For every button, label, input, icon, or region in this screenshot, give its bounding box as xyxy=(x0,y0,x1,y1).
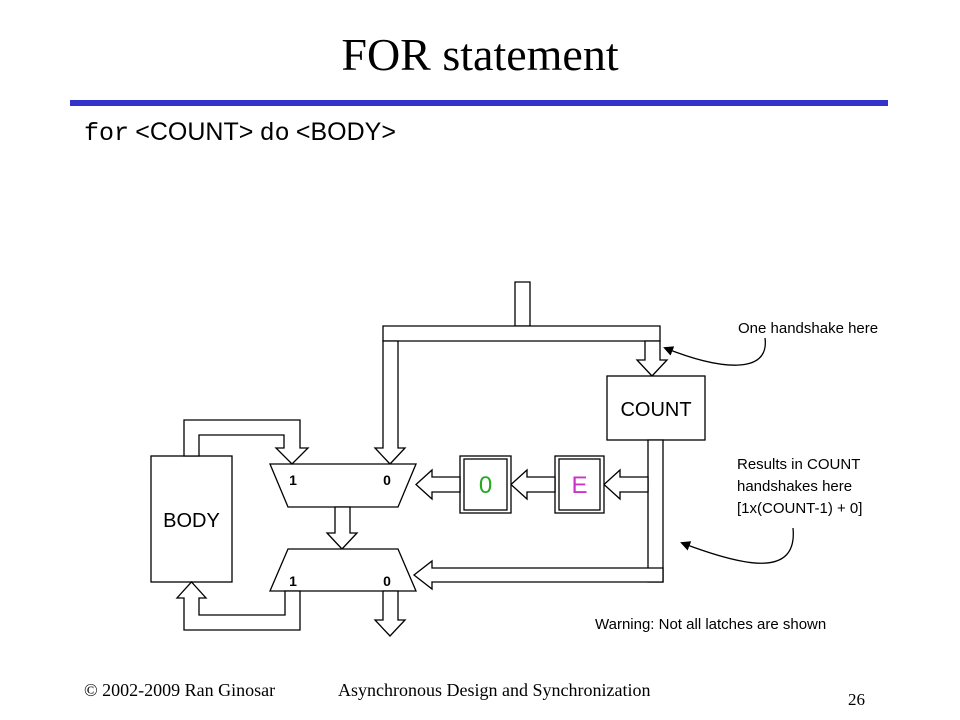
mux-top-in0-arrow xyxy=(373,340,407,465)
mux-bottom-in1-label: 1 xyxy=(289,573,297,589)
count-block xyxy=(606,375,706,441)
latches-warning: Warning: Not all latches are shown xyxy=(595,616,827,633)
top-bus xyxy=(382,325,661,342)
count-label: COUNT xyxy=(620,399,691,421)
count-to-mux-bottom-arrow xyxy=(412,559,664,591)
mux-bottom xyxy=(269,548,417,592)
count-handshakes-note: Results in COUNT handshakes here [1x(COU… xyxy=(737,454,862,520)
count-placeholder: <COUNT> xyxy=(135,118,254,146)
footer-copyright: © 2002-2009 Ran Ginosar xyxy=(84,680,276,700)
count-to-e-arrow xyxy=(603,468,649,501)
keyword-for: for xyxy=(84,119,130,148)
body-block xyxy=(150,455,233,583)
count-handshakes-line-3: [1x(COUNT-1) + 0] xyxy=(737,500,863,517)
latch-e-inner xyxy=(558,458,601,511)
footer-course: Asynchronous Design and Synchronization xyxy=(338,680,651,700)
count-handshakes-pointer xyxy=(680,527,794,564)
mux-link-arrow xyxy=(325,506,359,550)
body-to-mux-loop xyxy=(183,419,310,465)
mux-to-body-loop xyxy=(175,581,301,631)
mux-top-in0-label: 0 xyxy=(383,472,391,488)
body-label: BODY xyxy=(163,510,220,532)
count-output-channel xyxy=(647,439,664,583)
count-handshakes-line-2: handshakes here xyxy=(737,478,853,495)
latch-e-label: E xyxy=(571,472,587,499)
body-placeholder: <BODY> xyxy=(295,118,396,146)
latch-zero-inner xyxy=(463,458,508,511)
title-rule xyxy=(70,100,888,106)
latch-zero-label: 0 xyxy=(479,472,492,499)
zero-to-mux-arrow xyxy=(415,468,461,501)
count-handshakes-line-1: Results in COUNT xyxy=(737,456,861,473)
mux-bottom-in0-label: 0 xyxy=(383,573,391,589)
mux-top-in1-label: 1 xyxy=(289,472,297,488)
one-handshake-pointer xyxy=(663,337,766,366)
page-number: 26 xyxy=(848,690,865,709)
keyword-do: do xyxy=(259,119,290,148)
for-syntax-line: for <COUNT> do <BODY> xyxy=(84,118,396,148)
count-input-arrow xyxy=(635,340,669,377)
e-to-zero-arrow xyxy=(510,468,556,501)
output-arrow xyxy=(373,590,407,637)
slide-title: FOR statement xyxy=(341,29,619,80)
one-handshake-note: One handshake here xyxy=(738,320,879,337)
input-channel-arrow xyxy=(514,281,531,327)
mux-top xyxy=(269,463,417,508)
